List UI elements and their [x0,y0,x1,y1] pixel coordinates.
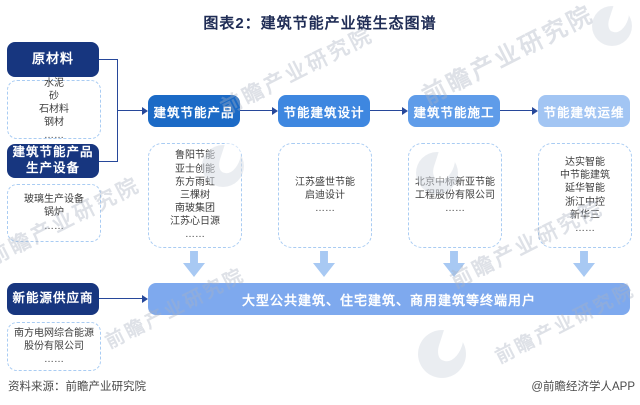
energy-supplier-list: 南方电网综合能源股份有限公司 …… [14,327,94,366]
arrow-right-icon [142,295,148,303]
arrow-right-icon [532,107,538,115]
connector-line [99,161,117,162]
equipment-list-box: 玻璃生产设备 锅炉 …… [7,184,101,242]
energy-supplier-header: 新能源供应商 [7,283,99,315]
stage-design-companies: 江苏盛世节能 启迪设计 …… [295,176,355,215]
arrow-right-icon [142,107,148,115]
credit-note: @前瞻经济学人APP [531,381,635,393]
stage-products-box: 建筑节能产品 [148,95,240,127]
raw-materials-list-box: 水泥 砂 石材料 钢材 …… [7,78,101,141]
down-arrow-icon [313,251,335,277]
connector-line [99,59,117,60]
source-note: 资料来源：前瞻产业研究院 [8,381,146,393]
equipment-header: 建筑节能产品生产设备 [7,144,99,178]
arrow-right-icon [272,107,278,115]
connector-line [500,110,532,111]
equipment-list: 玻璃生产设备 锅炉 …… [24,194,84,232]
arrow-right-icon [402,107,408,115]
connector-line [117,110,142,111]
stage-design-companies-box: 江苏盛世节能 启迪设计 …… [278,143,372,248]
stage-construction-companies-box: 北京中标新亚节能工程股份有限公司 …… [408,143,502,248]
page-title: 图表2：建筑节能产业链生态图谱 [203,15,437,32]
connector-line [240,110,272,111]
stage-operation-box: 节能建筑运维 [538,95,630,127]
energy-supplier-list-box: 南方电网综合能源股份有限公司 …… [7,322,101,371]
stage-design-box: 节能建筑设计 [278,95,370,127]
watermark-logo-icon [418,330,466,378]
stage-operation-companies-box: 达实智能 中节能建筑 延华智能 浙江中控 新华三 …… [538,143,632,248]
end-user-bar: 大型公共建筑、住宅建筑、商用建筑等终端用户 [148,283,630,315]
stage-products-companies-box: 鲁阳节能 亚士创能 东方雨虹 三棵树 南玻集团 江苏心日源 …… [148,143,242,248]
stage-operation-companies: 达实智能 中节能建筑 延华智能 浙江中控 新华三 …… [560,156,610,234]
connector-line [99,298,142,299]
raw-materials-header: 原材料 [7,42,99,77]
connector-line [370,110,402,111]
down-arrow-icon [183,251,205,277]
down-arrow-icon [443,251,465,277]
stage-construction-box: 建筑节能施工 [408,95,500,127]
down-arrow-icon [573,251,595,277]
raw-materials-list: 水泥 砂 石材料 钢材 …… [39,77,69,142]
stage-construction-companies: 北京中标新亚节能工程股份有限公司 …… [415,176,495,215]
stage-products-companies: 鲁阳节能 亚士创能 东方雨虹 三棵树 南玻集团 江苏心日源 …… [170,150,220,241]
